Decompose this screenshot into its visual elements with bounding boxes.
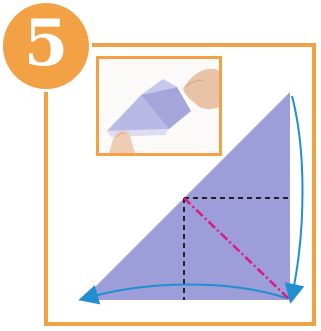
folding-hands-photo: [99, 59, 219, 153]
photo-inset: [96, 56, 222, 156]
step-number: 5: [24, 12, 69, 76]
step-badge: 5: [0, 0, 92, 92]
